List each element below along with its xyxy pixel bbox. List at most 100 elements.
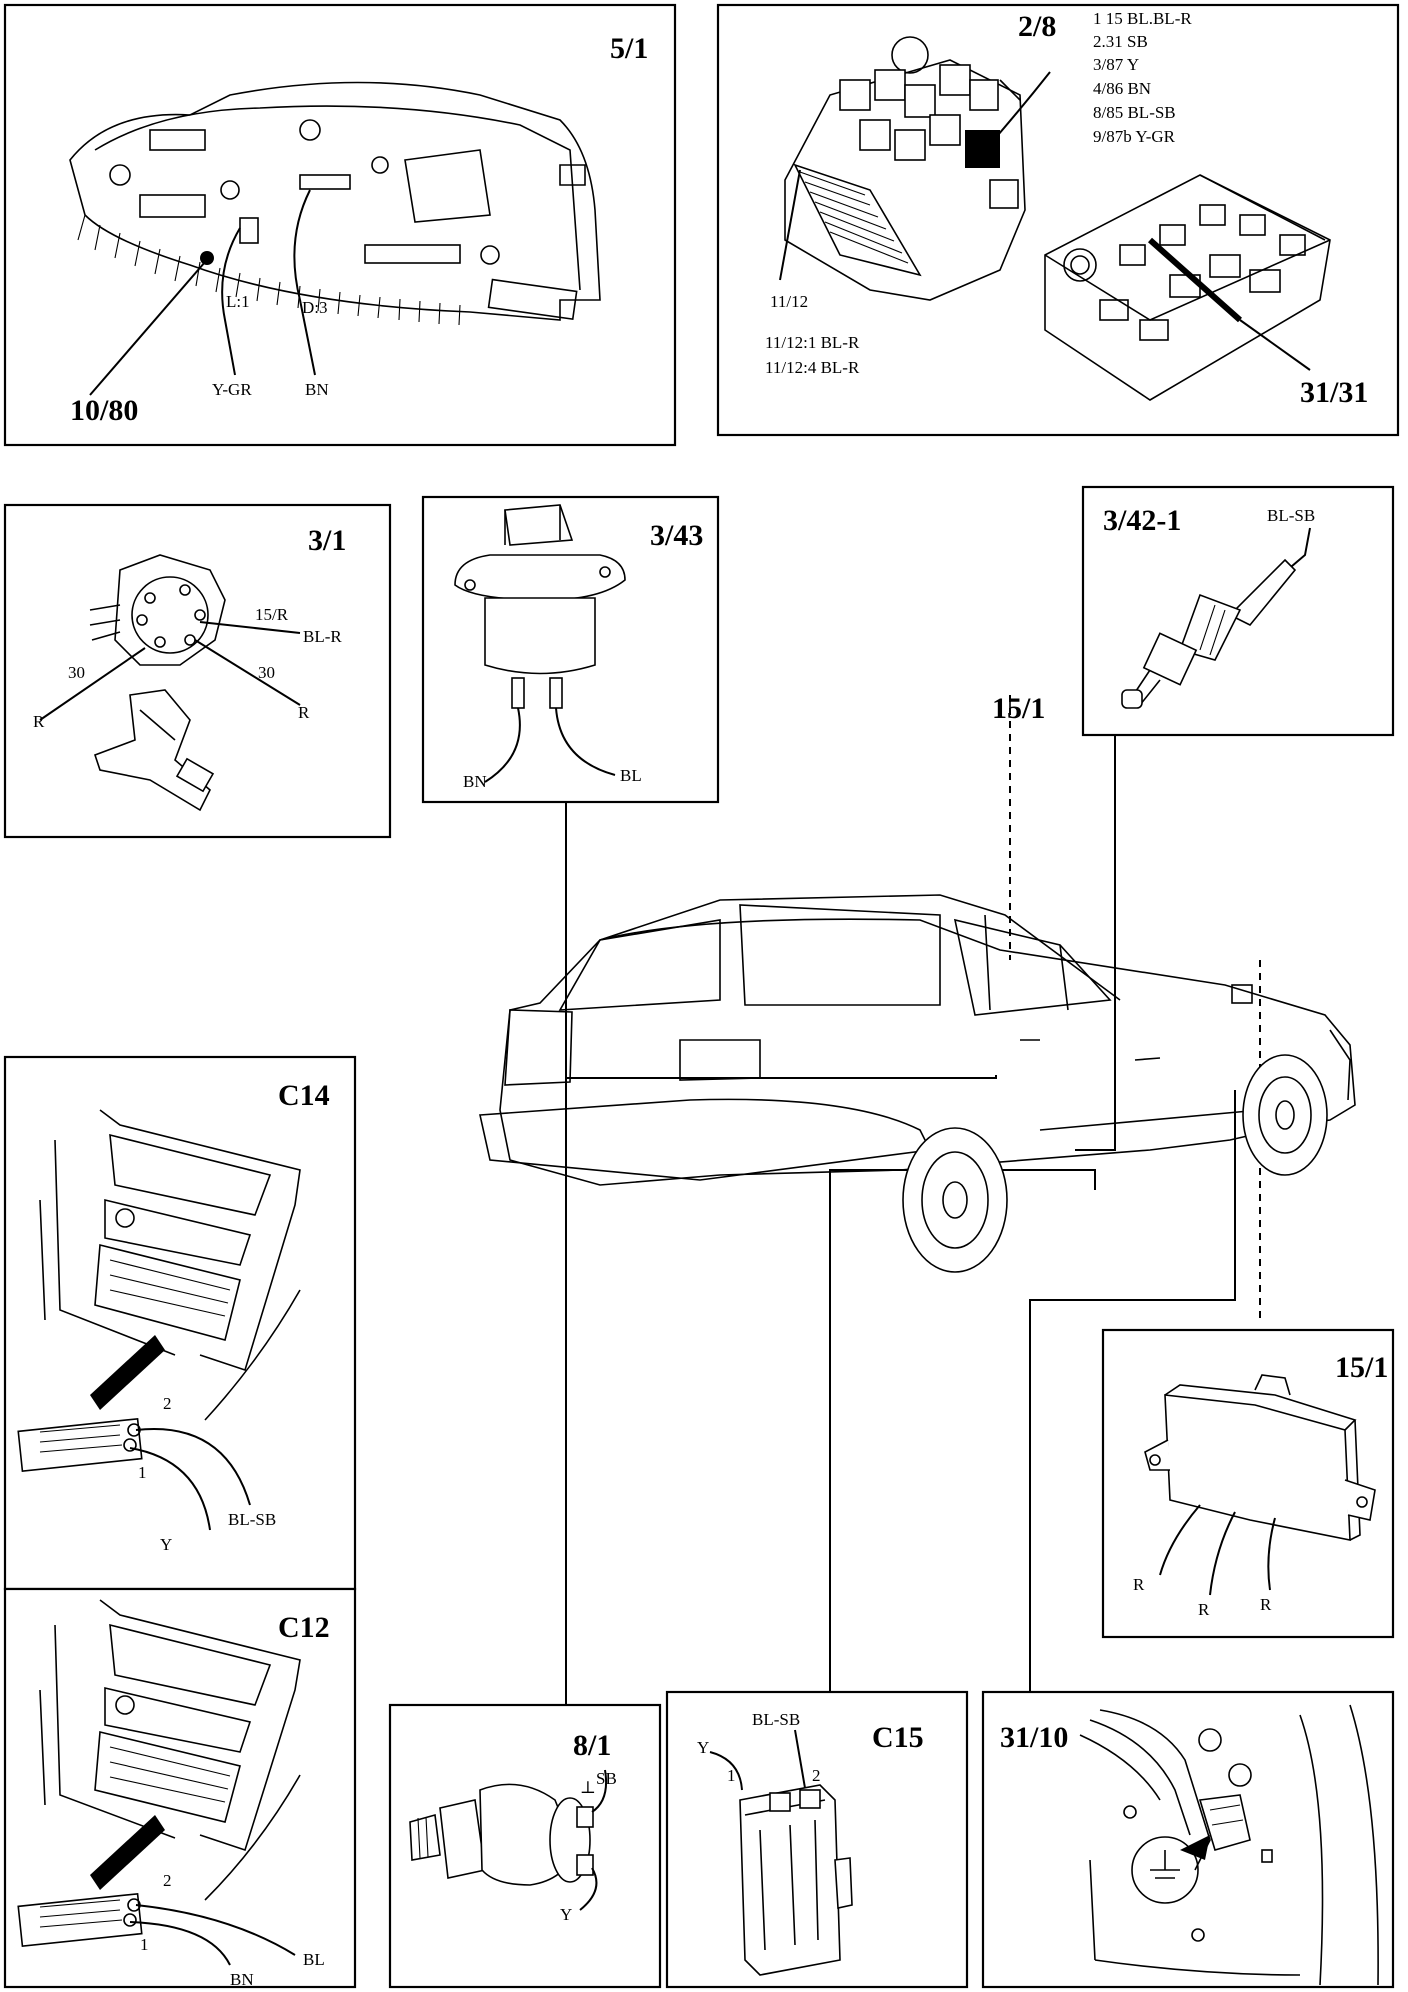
fusebox-label: 31/31 (1300, 376, 1368, 409)
relay-pin-2: 2.31 SB (1093, 32, 1148, 51)
wire-bl-sb (135, 1428, 251, 1506)
cluster-drawing (69, 81, 601, 326)
connection-lines (565, 695, 1261, 1705)
c14-console-drawing (39, 1109, 301, 1421)
panel-relay-box: 2/8 1 15 BL.BL-R 2.31 SB 3/87 Y 4/86 BN … (716, 3, 1400, 437)
wire-r-right: R (298, 703, 310, 722)
wire-bn (129, 1921, 231, 1966)
c15-pin1: 1 (727, 1766, 736, 1785)
c12-connector-drawing (17, 1892, 143, 1948)
leader-bl-r (199, 621, 301, 634)
c12-console-drawing (39, 1599, 301, 1901)
wire-bl-label: BL (620, 766, 642, 785)
panel-switch-81: 8/1 ⊥ SB Y (388, 1703, 662, 1989)
panel-connector-c15: C15 BL-SB Y 1 2 (665, 1690, 969, 1989)
wire-bn (293, 189, 316, 376)
panel-frame (716, 3, 1400, 437)
ground-symbol: ⊥ (580, 1778, 596, 1797)
c14-wire-bl-sb: BL-SB (228, 1510, 276, 1529)
wire-r1 (1159, 1504, 1201, 1576)
leader-1080 (89, 261, 206, 396)
relay-pin-1: 1 15 BL.BL-R (1093, 9, 1192, 28)
wire-bl (135, 1904, 296, 1956)
panel-frame (981, 1690, 1395, 1989)
car-drawing: 15/1 (479, 692, 1356, 1273)
switch-wire-y: Y (560, 1905, 572, 1924)
c14-connector-drawing (17, 1417, 143, 1473)
c14-pin1: 1 (138, 1463, 147, 1482)
connector-1112-pin1: 11/12:1 BL-R (765, 333, 860, 352)
wire-bl-r-label: BL-R (303, 627, 342, 646)
fusebox-drawing (1044, 174, 1331, 401)
leader-28 (984, 71, 1051, 151)
sensor-title: 3/42-1 (1103, 504, 1181, 537)
panel-instrument-cluster: 5/1 L:1 D:3 Y-GR BN 10/80 (3, 3, 677, 447)
connector-1080-label: 10/80 (70, 394, 138, 427)
wire-y (579, 1867, 598, 1911)
leader-r-left (39, 647, 146, 721)
c15-wire-y: Y (697, 1738, 709, 1757)
relay-pin-9: 9/87b Y-GR (1093, 127, 1176, 146)
wire-bl (555, 707, 616, 776)
relay-box-drawing (784, 36, 1026, 301)
panel-c12: C12 1 2 BN BL (3, 1587, 357, 1989)
pin-30-right: 30 (258, 663, 275, 682)
panel-ignition-switch: 3/1 15/R BL-R 30 30 R R (3, 503, 392, 839)
module-wire-r3: R (1260, 1595, 1272, 1614)
switch-title: 8/1 (573, 1729, 611, 1762)
connector-1112-label: 11/12 (770, 292, 808, 311)
panel-title: 5/1 (610, 32, 648, 65)
c14-title: C14 (278, 1079, 330, 1112)
panel-frame (3, 3, 677, 447)
c15-title: C15 (872, 1721, 924, 1754)
wire-343-to-car (565, 800, 997, 1079)
relay-pin-8: 8/85 BL-SB (1093, 103, 1176, 122)
panel-module-151: 15/1 R R R (1101, 1328, 1395, 1639)
sensor-drawing (1121, 527, 1311, 709)
module-wire-r1: R (1133, 1575, 1145, 1594)
wire-sb (591, 1769, 608, 1813)
c14-pin2: 2 (163, 1394, 172, 1413)
wire-3421-to-car (1075, 735, 1116, 1151)
wire-bn-label: BN (305, 380, 329, 399)
relay-pin-4: 4/86 BN (1093, 79, 1151, 98)
c12-wire-bn: BN (230, 1970, 254, 1989)
ground-drawing (1079, 1704, 1379, 1986)
car-callout-151: 15/1 (992, 692, 1045, 725)
pin-l1-label: L:1 (226, 292, 250, 311)
connector-1112-pin4: 11/12:4 BL-R (765, 358, 860, 377)
panel-sensor-3421: 3/42-1 BL-SB (1081, 485, 1395, 737)
panel-frame (3, 1055, 357, 1591)
ignition-title: 3/1 (308, 524, 346, 557)
wire-r2 (1209, 1511, 1236, 1596)
relay-343-drawing (454, 504, 626, 709)
ground-title: 31/10 (1000, 1721, 1068, 1754)
c14-wire-y: Y (160, 1535, 172, 1554)
c12-pin1: 1 (140, 1935, 149, 1954)
c12-title: C12 (278, 1611, 330, 1644)
wire-to-3110 (1029, 1090, 1236, 1692)
wire-y (709, 1751, 743, 1791)
wire-r3 (1267, 1517, 1276, 1591)
panel-relay-343: 3/43 BN BL (421, 495, 720, 804)
switch-wire-sb: SB (596, 1769, 617, 1788)
wire-r-left: R (33, 712, 45, 731)
c15-pin2: 2 (812, 1766, 821, 1785)
wire-y (129, 1447, 211, 1531)
pin-d3-label: D:3 (302, 298, 328, 317)
wire-bl-sb (794, 1729, 806, 1789)
pin-15r-label: 15/R (255, 605, 289, 624)
c12-pin2: 2 (163, 1871, 172, 1890)
c15-wire-bl-sb: BL-SB (752, 1710, 800, 1729)
leader-r-right (194, 639, 301, 706)
relay-pin-3: 3/87 Y (1093, 55, 1139, 74)
wire-y-gr-label: Y-GR (212, 380, 252, 399)
wire-bn-label: BN (463, 772, 487, 791)
sensor-wire-label: BL-SB (1267, 506, 1315, 525)
module-drawing (1144, 1374, 1376, 1541)
c12-wire-bl: BL (303, 1950, 325, 1969)
relay-343-title: 3/43 (650, 519, 703, 552)
relay-title: 2/8 (1018, 10, 1056, 43)
pin-30-left: 30 (68, 663, 85, 682)
module-title: 15/1 (1335, 1351, 1388, 1384)
